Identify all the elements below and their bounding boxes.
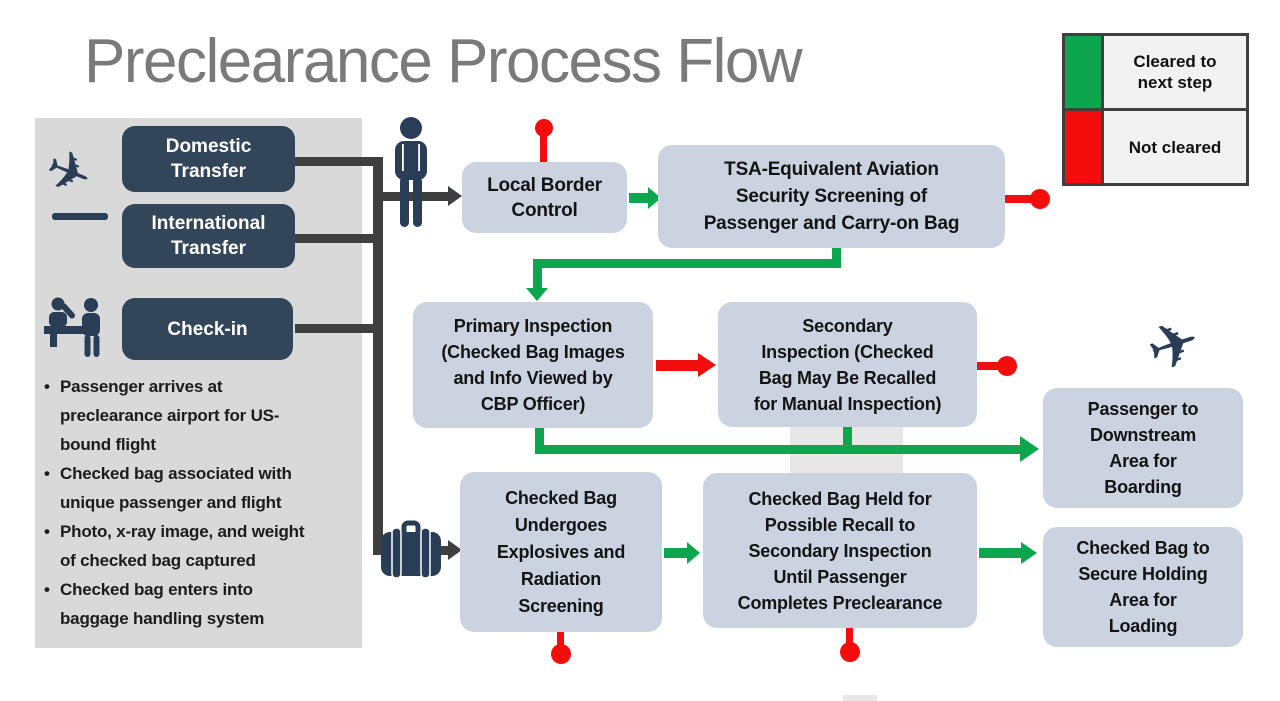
primary-to-secondary-arrowhead [698,353,716,377]
domestic-connector-line [295,157,383,166]
flow-box-bag-held: Checked Bag Held for Possible Recall to … [703,473,977,628]
list-item: • Checked bag associated with unique pas… [44,459,356,517]
tsa-not-cleared-stem [1005,195,1031,203]
entry-trunk-line [373,157,383,555]
page-title: Preclearance Process Flow [84,27,803,96]
plane-takeoff-icon: ✈ [1138,306,1235,388]
entry-box-international-transfer: International Transfer [122,204,295,268]
flow-box-local-border-control: Local Border Control [462,162,627,233]
passenger-lane-arrowhead [448,186,462,206]
primary-clear-stub [535,428,544,445]
entry-box-checkin: Check-in [122,298,293,360]
lbc-to-tsa-arrowhead [648,187,661,209]
bag-screening-to-held-arrowhead [687,542,700,564]
flow-box-secondary-inspection: Secondary Inspection (Checked Bag May Be… [718,302,977,427]
plane-glyph: ✈ [1138,305,1210,388]
legend-label-cleared: Cleared to next step [1104,36,1246,108]
flow-box-bag-secure-holding: Checked Bag to Secure Holding Area for L… [1043,527,1243,647]
bullet-icon: • [44,377,50,396]
runway-line [52,213,108,220]
bullet-text: Photo, x-ray image, and weight of checke… [60,522,305,570]
international-connector-line [295,234,383,243]
plane-arrival-icon: ✈ [36,137,116,224]
bullet-icon: • [44,580,50,599]
bag-lane-arrowhead [448,540,462,560]
primary-to-secondary-arrow-line [656,360,698,371]
checkin-connector-line [295,324,383,333]
bag-held-to-secure-arrow-line [979,548,1021,558]
bullet-text: Checked bag associated with unique passe… [60,464,292,512]
cleared-collector-arrowhead [1020,436,1039,462]
legend: Cleared to next step Not cleared [1062,33,1249,186]
cleared-collector-line [535,445,1020,454]
flow-box-passenger-downstream: Passenger to Downstream Area for Boardin… [1043,388,1243,508]
list-item: • Checked bag enters into baggage handli… [44,575,356,633]
lbc-to-tsa-arrow-line [629,193,648,203]
suitcase-icon [381,520,441,578]
bag-screening-not-cleared-stem [557,632,564,647]
bullet-text: Passenger arrives at preclearance airpor… [60,377,280,454]
bullet-icon: • [44,464,50,483]
checkin-desk-icon [44,297,100,357]
list-item: • Photo, x-ray image, and weight of chec… [44,517,356,575]
tsa-not-cleared-dot [1030,189,1050,209]
secondary-not-cleared-dot [997,356,1017,376]
tsa-elbow-arrowhead [526,288,548,301]
list-item: • Passenger arrives at preclearance airp… [44,372,356,459]
lbc-not-cleared-dot [535,119,553,137]
plane-glyph: ✈ [36,136,101,210]
not-cleared-color-swatch [1065,111,1101,183]
entry-notes-list: • Passenger arrives at preclearance airp… [44,372,356,633]
passenger-lane-arrow-line [373,192,448,201]
flow-box-primary-inspection: Primary Inspection (Checked Bag Images a… [413,302,653,428]
tsa-elbow-vertical [832,248,841,264]
legend-label-not-cleared: Not cleared [1104,111,1246,183]
bottom-edge-shape [843,695,877,701]
cleared-color-swatch [1065,36,1101,108]
bullet-text: Checked bag enters into baggage handling… [60,580,265,628]
legend-row-cleared: Cleared to next step [1065,36,1246,108]
lbc-not-cleared-stem [540,136,547,162]
bag-screening-to-held-arrow-line [664,548,687,558]
tsa-elbow-horizontal [533,259,841,268]
bag-held-not-cleared-dot [840,642,860,662]
person-icon [395,117,427,227]
flow-box-bag-screening: Checked Bag Undergoes Explosives and Rad… [460,472,662,632]
bullet-icon: • [44,522,50,541]
legend-row-not-cleared: Not cleared [1065,111,1246,183]
flow-box-tsa-screening: TSA-Equivalent Aviation Security Screeni… [658,145,1005,248]
secondary-clear-stub [843,427,852,445]
bag-held-to-secure-arrowhead [1021,542,1037,564]
tsa-elbow-drop [533,259,542,289]
entry-box-domestic-transfer: Domestic Transfer [122,126,295,192]
bag-held-not-cleared-stem [846,628,853,644]
bag-screening-not-cleared-dot [551,644,571,664]
secondary-not-cleared-stem [977,362,998,370]
